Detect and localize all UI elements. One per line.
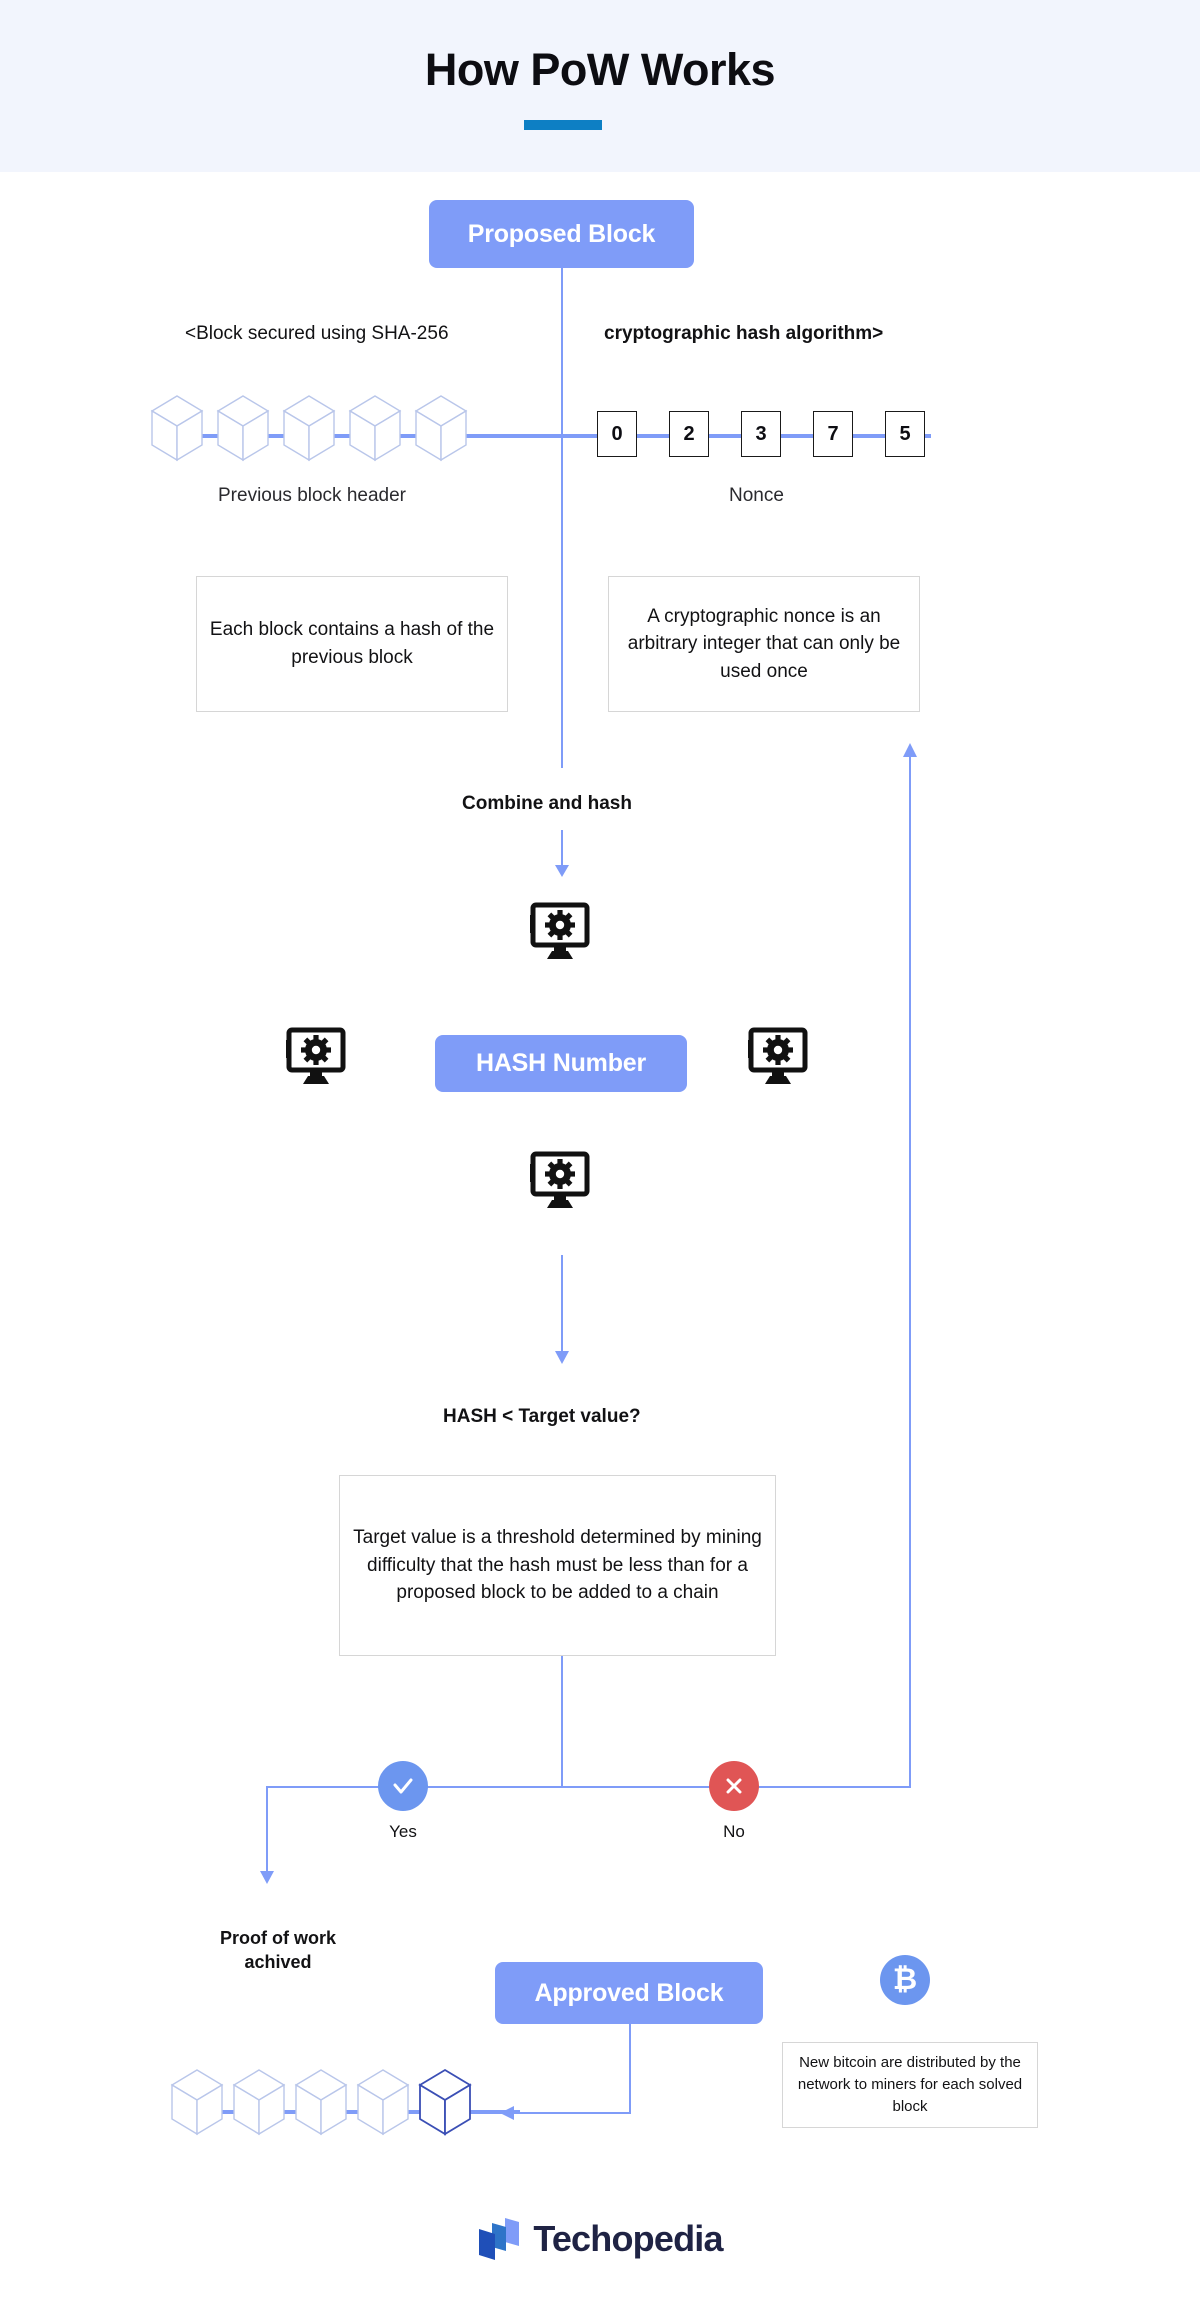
arrow-retry-loop-up bbox=[903, 743, 917, 757]
note-previous-block-hash: Each block contains a hash of the previo… bbox=[196, 576, 508, 712]
hash-target-question-text: HASH < Target value? bbox=[443, 1406, 641, 1427]
monitor-gear-icon bbox=[530, 902, 590, 959]
chain-cubes-bottom bbox=[170, 2068, 472, 2136]
previous-block-chain bbox=[150, 394, 530, 476]
cross-icon bbox=[726, 1778, 742, 1794]
hash-number-node[interactable]: HASH Number bbox=[435, 1035, 687, 1092]
approved-block-down-connector bbox=[629, 2024, 631, 2113]
monitor-gear-icon bbox=[530, 1151, 590, 1208]
spine-target-to-decision bbox=[561, 1656, 563, 1786]
note-bitcoin-reward: New bitcoin are distributed by the netwo… bbox=[782, 2042, 1038, 2128]
monitor-gear-icon bbox=[286, 1027, 346, 1084]
arrow-combine-to-miner bbox=[555, 830, 569, 877]
decision-no-marker[interactable] bbox=[709, 1761, 759, 1811]
bitcoin-icon: ₿ bbox=[880, 1955, 930, 2005]
note-nonce-definition-text: A cryptographic nonce is an arbitrary in… bbox=[627, 605, 901, 682]
retry-loop-riser bbox=[909, 752, 911, 1788]
proposed-block-label: Proposed Block bbox=[467, 219, 656, 248]
nonce-digit-value: 5 bbox=[899, 422, 911, 445]
proof-of-work-line2: achived bbox=[244, 1952, 312, 1973]
note-target-value: Target value is a threshold determined b… bbox=[339, 1475, 776, 1656]
block-secured-caption: <Block secured using SHA-256 bbox=[185, 323, 449, 345]
note-target-value-text: Target value is a threshold determined b… bbox=[353, 1527, 762, 1604]
techopedia-mark-icon bbox=[479, 2218, 520, 2260]
new-block-cube bbox=[418, 2068, 472, 2136]
nonce-digit-value: 7 bbox=[827, 422, 839, 445]
nonce-label: Nonce bbox=[729, 485, 784, 507]
nonce-digit-box: 5 bbox=[885, 411, 925, 457]
approved-blockchain bbox=[170, 2068, 550, 2152]
nonce-digit-value: 3 bbox=[755, 422, 767, 445]
page-title: How PoW Works bbox=[424, 44, 776, 95]
note-previous-block-hash-text: Each block contains a hash of the previo… bbox=[209, 619, 495, 668]
arrow-yes-branch bbox=[260, 1786, 274, 1884]
proof-of-work-line1: Proof of work bbox=[220, 1928, 336, 1948]
techopedia-wordmark: Techopedia bbox=[533, 2218, 723, 2259]
decision-no-label: No bbox=[694, 1822, 774, 1842]
crypto-hash-algorithm-caption: cryptographic hash algorithm> bbox=[604, 323, 883, 345]
previous-block-header-label: Previous block header bbox=[218, 485, 406, 507]
footer-logo: Techopedia bbox=[0, 2216, 1200, 2262]
crypto-hash-algorithm-text: cryptographic hash algorithm> bbox=[604, 323, 884, 344]
title-underline-accent bbox=[524, 120, 602, 130]
nonce-digit-value: 0 bbox=[611, 422, 623, 445]
arrow-miner-to-question bbox=[555, 1255, 569, 1364]
decision-branch-bar bbox=[266, 1786, 911, 1788]
decision-no-text: No bbox=[723, 1822, 745, 1841]
proof-of-work-label: Proof of work achived bbox=[203, 1926, 353, 1975]
combine-and-hash-label: Combine and hash bbox=[462, 793, 632, 815]
chain-cubes-top bbox=[150, 395, 468, 462]
nonce-digit-box: 0 bbox=[597, 411, 637, 457]
previous-block-header-text: Previous block header bbox=[218, 485, 406, 506]
decision-yes-label: Yes bbox=[363, 1822, 443, 1842]
combine-and-hash-text: Combine and hash bbox=[462, 793, 632, 814]
nonce-digit-value: 2 bbox=[683, 422, 695, 445]
block-secured-bold-text: <Block secured bbox=[185, 323, 316, 344]
bitcoin-symbol: ₿ bbox=[892, 1963, 918, 1996]
hash-target-question-label: HASH < Target value? bbox=[443, 1406, 641, 1428]
check-icon bbox=[393, 1778, 413, 1794]
note-bitcoin-reward-text: New bitcoin are distributed by the netwo… bbox=[797, 2054, 1023, 2115]
nonce-digit-box: 2 bbox=[669, 411, 709, 457]
nonce-text: Nonce bbox=[729, 485, 784, 506]
spine-proposed-to-combine bbox=[561, 268, 563, 768]
decision-yes-text: Yes bbox=[389, 1822, 417, 1841]
nonce-digit-box: 3 bbox=[741, 411, 781, 457]
nonce-digit-box: 7 bbox=[813, 411, 853, 457]
header-banner: How PoW Works bbox=[0, 0, 1200, 172]
approved-block-label: Approved Block bbox=[534, 1978, 724, 2007]
monitor-gear-icon bbox=[748, 1027, 808, 1084]
proposed-block-node[interactable]: Proposed Block bbox=[429, 200, 694, 268]
approved-block-node[interactable]: Approved Block bbox=[495, 1962, 763, 2024]
bottom-chain-connector-line bbox=[180, 2110, 520, 2114]
hash-number-label: HASH Number bbox=[475, 1049, 647, 1077]
decision-yes-marker[interactable] bbox=[378, 1761, 428, 1811]
block-secured-rest-text: using SHA-256 bbox=[315, 323, 449, 344]
note-nonce-definition: A cryptographic nonce is an arbitrary in… bbox=[608, 576, 920, 712]
approved-block-to-chain-connector bbox=[516, 2112, 631, 2114]
